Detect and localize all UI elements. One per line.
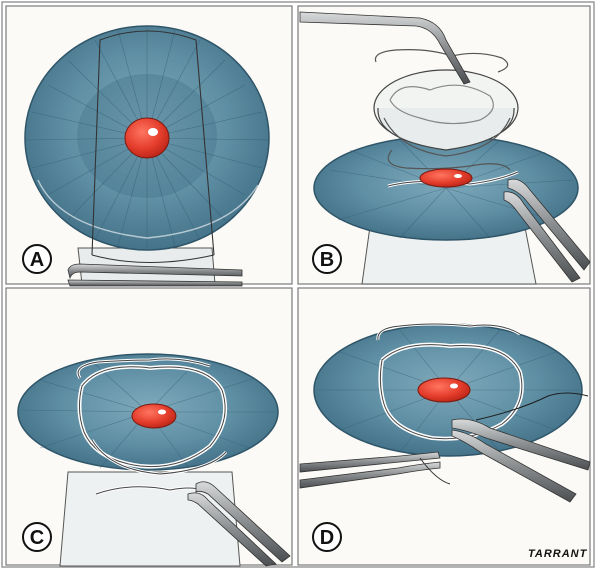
pupil [419, 168, 473, 188]
svg-text:A: A [30, 249, 44, 271]
svg-text:B: B [320, 249, 334, 271]
scissors [299, 451, 451, 489]
forceps [187, 481, 291, 567]
panel-d: D TARRANT [297, 287, 591, 566]
panel-label-c: C [22, 522, 52, 552]
forceps [67, 263, 243, 287]
cornea-disc [313, 135, 579, 241]
forceps [451, 418, 591, 503]
panel-c: C [5, 287, 293, 567]
panel-label-b: B [312, 244, 342, 274]
suture-coil [376, 322, 524, 441]
forceps [503, 178, 591, 283]
panel-label-a: A [22, 244, 52, 274]
panel-a: A [5, 5, 293, 287]
artist-signature: TARRANT [528, 548, 588, 560]
panel-b: B [297, 5, 591, 285]
panel-label-d: D [312, 522, 342, 552]
pupil [124, 117, 170, 159]
pupil [417, 377, 471, 403]
svg-text:D: D [320, 527, 334, 549]
needle-holder-top [299, 11, 471, 85]
svg-text:C: C [30, 527, 44, 549]
pupil [131, 403, 177, 429]
suture-thread [475, 392, 589, 421]
